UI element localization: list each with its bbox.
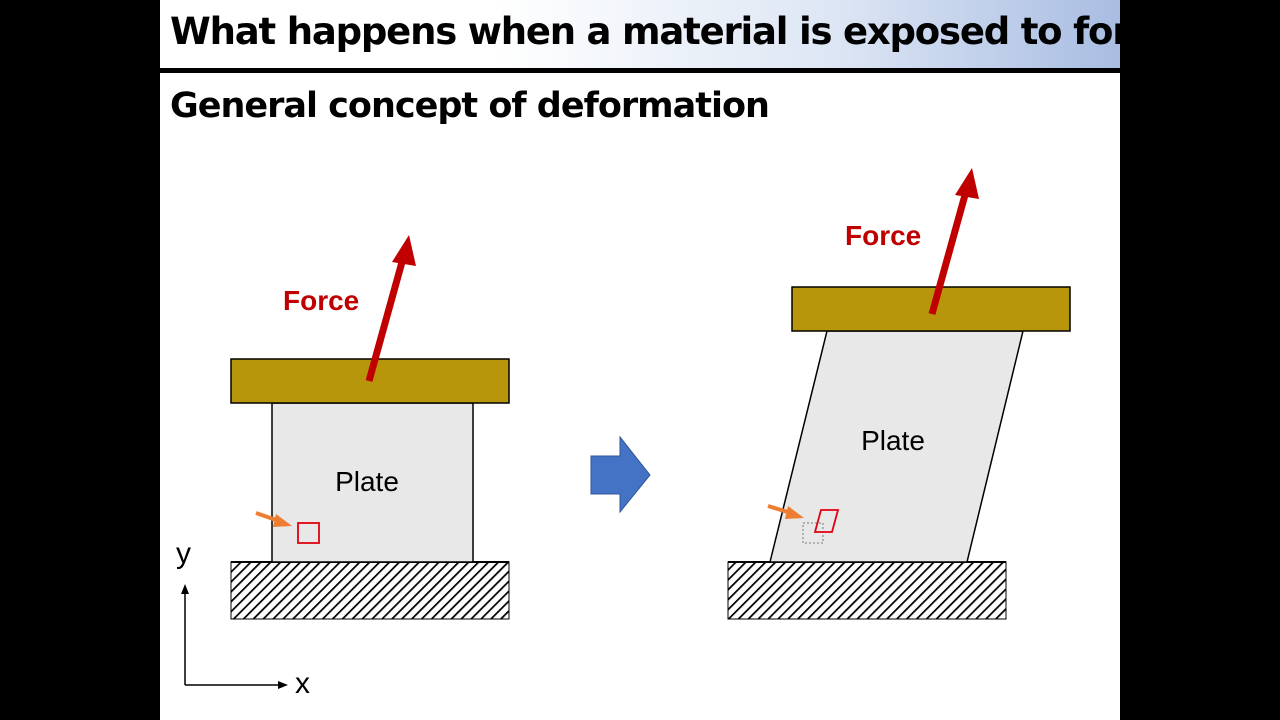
- element-square-deformed: [813, 509, 840, 533]
- transition-arrow-icon: [590, 435, 651, 514]
- slide-title: What happens when a material is exposed …: [170, 10, 1120, 53]
- plate-left: [271, 402, 474, 563]
- ground-hatch-left: [230, 561, 510, 620]
- undeformed-state: Plate Force: [230, 235, 510, 620]
- slide-subtitle: General concept of deformation: [170, 86, 770, 126]
- x-axis-label: x: [295, 667, 310, 700]
- y-axis-label: y: [176, 537, 191, 570]
- force-label-left: Force: [283, 285, 359, 316]
- force-label-right: Force: [845, 220, 921, 251]
- deformed-state: Plate Force: [727, 168, 1071, 620]
- coordinate-axes: y x: [176, 537, 310, 700]
- force-arrow-icon: [365, 235, 416, 382]
- force-arrow-icon: [928, 168, 979, 315]
- element-square-left: [297, 522, 320, 544]
- element-square-original: [802, 522, 824, 544]
- pointer-arrow-icon: [767, 504, 804, 519]
- title-bar: What happens when a material is exposed …: [160, 0, 1120, 68]
- ground-hatch-right: [727, 561, 1007, 620]
- plate-label-left: Plate: [335, 466, 399, 497]
- plate-label-right: Plate: [861, 425, 925, 456]
- pointer-arrow-icon: [255, 511, 292, 527]
- title-divider: [160, 68, 1120, 73]
